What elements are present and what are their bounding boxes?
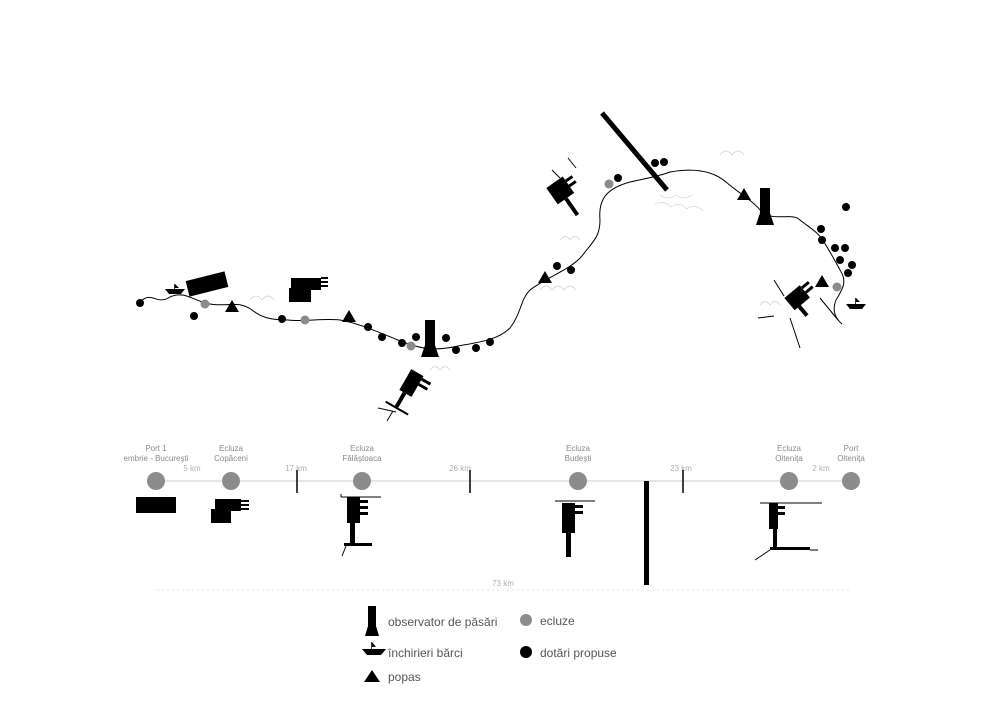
legend-item-bird-observer: observator de păsări <box>365 606 497 636</box>
station-label-line1: Ecluza <box>777 444 802 453</box>
lock-icon <box>520 614 532 626</box>
bird-observer-icon <box>365 606 379 636</box>
segment-distance: 26 km <box>449 464 471 473</box>
timeline-buildings <box>136 497 810 557</box>
terrain-hatching <box>249 150 781 371</box>
station-labels: Port 1 embrie - Bucureşti Ecluza Copăcen… <box>124 444 866 463</box>
station-label-line1: Ecluza <box>566 444 591 453</box>
legend-label: popas <box>388 670 421 684</box>
barrier-bar <box>644 481 649 585</box>
legend-label: observator de păsări <box>388 615 497 629</box>
station-label-line2: Copăceni <box>214 454 248 463</box>
segment-distance: 23 km <box>670 464 692 473</box>
legend-label: dotări propuse <box>540 646 617 660</box>
lock-marker <box>832 282 842 292</box>
budesti-building <box>562 503 583 557</box>
station-marker <box>222 472 240 490</box>
station-marker <box>353 472 371 490</box>
station-label-line2: Budeşti <box>565 454 592 463</box>
station-label-line1: Port <box>844 444 859 453</box>
station-marker <box>842 472 860 490</box>
station-label-line2: Olteniţa <box>837 454 865 463</box>
map-building-lines <box>377 157 839 422</box>
map-rest-stops <box>225 188 829 322</box>
copaceni-map-building <box>289 277 328 302</box>
lock-marker <box>200 299 210 309</box>
map-buildings <box>185 175 814 416</box>
legend-item-boat-rental: închirieri bărci <box>362 642 463 660</box>
boat-rental-icon <box>362 642 386 655</box>
copaceni-building <box>211 499 249 523</box>
station-label-line2: Olteniţa <box>775 454 803 463</box>
map <box>136 111 866 422</box>
lock-marker <box>300 315 310 325</box>
budesti-map-building <box>546 175 580 217</box>
legend: observator de păsări închirieri bărci po… <box>362 606 617 684</box>
oltenita-building <box>769 503 810 550</box>
station-label-line1: Ecluza <box>350 444 375 453</box>
timeline-ticks <box>296 470 684 493</box>
legend-item-rest-stop: popas <box>364 670 421 684</box>
rest-stop-icon <box>364 670 380 682</box>
total-distance-label: 73 km <box>492 579 514 588</box>
segment-distances: 5 km 17 km 26 km 23 km 2 km <box>183 464 830 473</box>
port-building <box>136 497 176 513</box>
map-boat-rentals <box>165 284 866 309</box>
segment-distance: 2 km <box>812 464 830 473</box>
segment-distance: 5 km <box>183 464 201 473</box>
lock-marker <box>604 179 614 189</box>
timeline: Port 1 embrie - Bucureşti Ecluza Copăcen… <box>124 444 866 591</box>
station-label-line2: embrie - Bucureşti <box>124 454 189 463</box>
legend-item-proposed-facilities: dotări propuse <box>520 646 617 660</box>
map-bird-observers <box>421 188 774 357</box>
station-marker <box>569 472 587 490</box>
legend-label: ecluze <box>540 614 575 628</box>
lock-marker <box>406 341 416 351</box>
barrier-line <box>600 111 669 192</box>
timeline-building-lines <box>340 494 822 561</box>
legend-label: închirieri bărci <box>387 646 463 660</box>
map-locks <box>200 179 842 351</box>
station-label-line2: Fălăştoaca <box>342 454 382 463</box>
falastoaca-map-building <box>385 369 432 416</box>
map-proposed-facilities <box>136 158 856 354</box>
segment-distance: 17 km <box>285 464 307 473</box>
station-marker <box>147 472 165 490</box>
canal-route <box>139 169 845 350</box>
station-marker <box>780 472 798 490</box>
station-label-line1: Ecluza <box>219 444 244 453</box>
station-markers <box>147 472 860 490</box>
station-label-line1: Port 1 <box>145 444 167 453</box>
legend-item-locks: ecluze <box>520 614 575 628</box>
oltenita-map-building <box>784 280 814 317</box>
falastoaca-building <box>344 497 372 546</box>
facility-dot-icon <box>520 646 532 658</box>
